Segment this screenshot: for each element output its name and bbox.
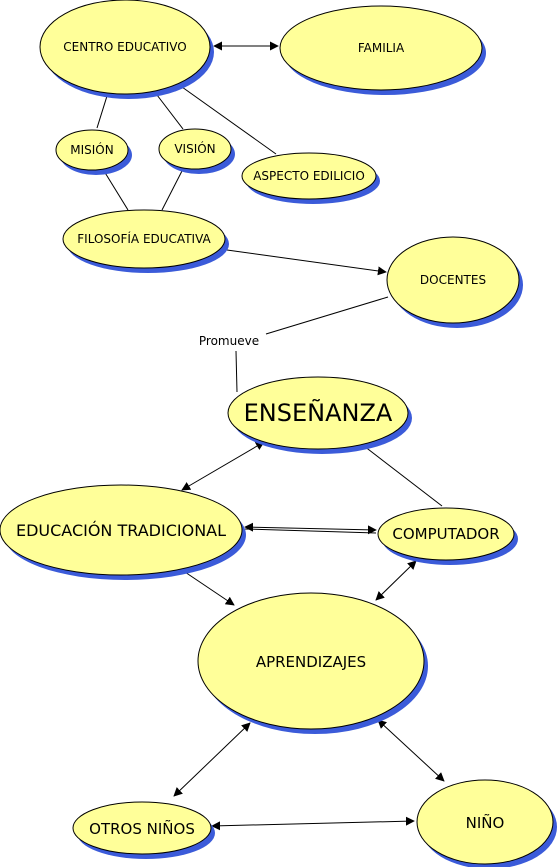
link-aprendizajes-otros	[173, 722, 251, 797]
node-educacion-tradicional: EDUCACIÓN TRADICIONAL	[0, 484, 246, 580]
link-otros-nino	[211, 816, 415, 831]
node-bubble	[55, 129, 129, 171]
node-bubble	[241, 152, 377, 200]
link-centro-aspecto	[181, 86, 277, 155]
node-vision: VISIÓN	[158, 128, 235, 174]
link-centro-mision	[96, 95, 108, 129]
node-label: CENTRO EDUCATIVO	[63, 40, 186, 54]
node-bubble	[377, 507, 515, 561]
node-aspecto-edilicio: ASPECTO EDILICIO	[241, 152, 380, 204]
node-label: VISIÓN	[174, 141, 215, 156]
link-promueve-ensenanza	[235, 350, 238, 393]
node-bubble	[197, 592, 425, 730]
link-centro-vision	[156, 94, 184, 130]
link-ensenanza-educacion	[181, 441, 265, 491]
node-label: FAMILIA	[358, 41, 405, 55]
node-bubble	[62, 209, 226, 269]
node-computador: COMPUTADOR	[377, 507, 518, 565]
link-computador-aprendizajes	[375, 560, 417, 601]
link-label-promueve: Promueve	[199, 334, 259, 348]
node-centro-educativo: CENTRO EDUCATIVO	[39, 0, 214, 99]
node-bubble	[0, 484, 243, 576]
link-label-background	[197, 333, 263, 349]
node-label: APRENDIZAJES	[256, 653, 366, 671]
node-label: NIÑO	[466, 813, 505, 832]
node-familia: FAMILIA	[279, 5, 486, 95]
node-nino: NIÑO	[416, 779, 557, 867]
node-label: DOCENTES	[420, 273, 486, 287]
node-ensenanza: ENSEÑANZA	[227, 376, 412, 454]
link-vision-filosofia	[161, 168, 184, 211]
node-bubble	[227, 376, 409, 450]
node-otros-ninos: OTROS NIÑOS	[72, 801, 215, 859]
link-docentes-promueve	[265, 296, 389, 335]
node-label: EDUCACIÓN TRADICIONAL	[16, 521, 226, 540]
node-bubble	[39, 0, 211, 95]
link-educacion-computador-upper	[244, 522, 377, 535]
node-bubble	[386, 236, 520, 324]
connections	[96, 41, 445, 831]
link-mision-filosofia	[103, 170, 129, 211]
link-filosofia-docentes	[226, 249, 387, 276]
node-label: MISIÓN	[70, 142, 113, 157]
node-aprendizajes: APRENDIZAJES	[197, 592, 428, 734]
link-aprendizajes-nino	[377, 719, 445, 782]
node-label: FILOSOFÍA EDUCATIVA	[77, 231, 211, 246]
node-label: COMPUTADOR	[392, 525, 499, 543]
node-label: ASPECTO EDILICIO	[253, 169, 365, 183]
node-mision: MISIÓN	[55, 129, 132, 175]
node-label: ENSEÑANZA	[244, 397, 393, 427]
node-label: OTROS NIÑOS	[89, 819, 195, 838]
link-ensenanza-computador	[363, 445, 443, 507]
node-bubble	[416, 779, 554, 865]
node-filosofia-educativa: FILOSOFÍA EDUCATIVA	[62, 209, 229, 273]
link-educacion-computador-lower	[244, 528, 377, 534]
node-bubble	[158, 128, 232, 170]
node-bubble	[72, 801, 212, 855]
node-bubble	[279, 5, 483, 91]
node-docentes: DOCENTES	[386, 236, 523, 328]
